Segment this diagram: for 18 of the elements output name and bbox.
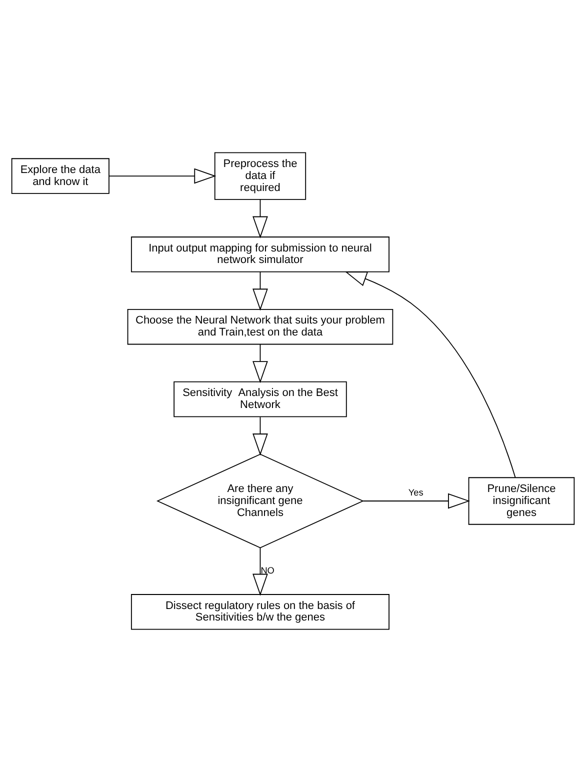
edge-label: NO — [260, 564, 274, 575]
arrow — [344, 270, 516, 478]
arrow — [252, 416, 268, 456]
arrow — [108, 168, 216, 184]
node-diamond: Are there any insignificant gene Channels — [156, 453, 364, 548]
arrow — [252, 546, 268, 596]
arrow — [362, 492, 470, 508]
arrow — [252, 344, 268, 383]
arrow — [252, 271, 268, 310]
node-box: Preprocess the data if required — [214, 152, 306, 200]
node-box: Prune/Silence insignificant genes — [468, 476, 575, 524]
node-box: Choose the Neural Network that suits your problem and Train,test on the data — [127, 308, 394, 344]
node-box: Explore the data and know it — [11, 158, 110, 194]
edge-label: Yes — [408, 487, 424, 497]
node-box: Sensitivity Analysis on the Best Network — [174, 380, 347, 417]
node-box: Dissect regulatory rules on the basis of Sensitivities b/w the genes — [130, 594, 390, 630]
arrow — [252, 198, 268, 238]
node-box: Input output mapping for submission to neural network simulator — [130, 236, 390, 272]
